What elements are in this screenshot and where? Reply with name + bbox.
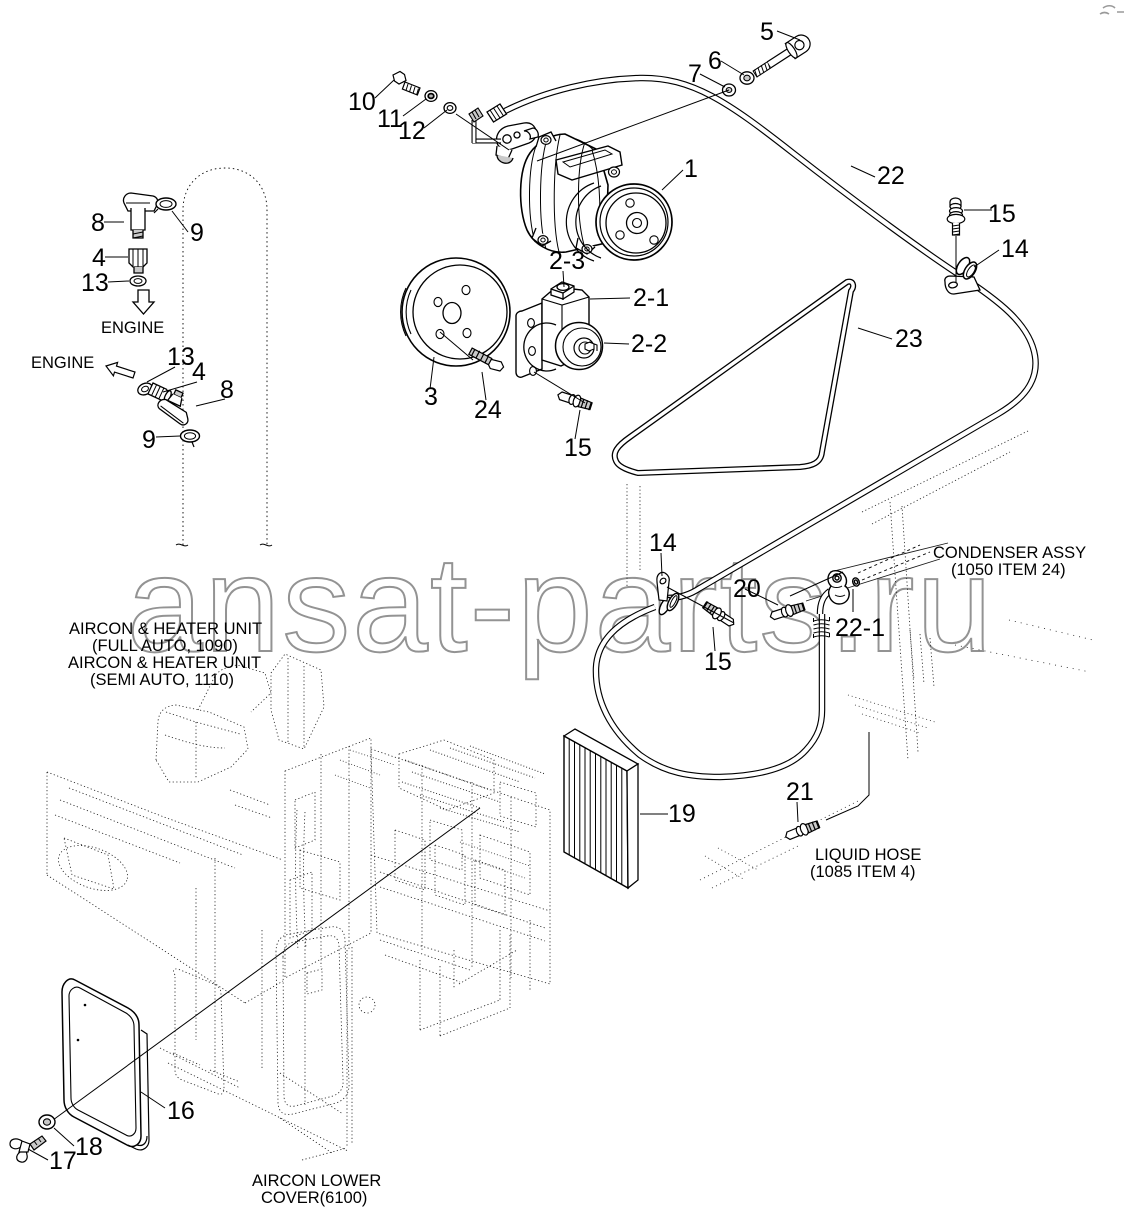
svg-text:COVER(6100): COVER(6100) xyxy=(261,1189,367,1207)
svg-text:6: 6 xyxy=(708,47,722,75)
svg-text:5: 5 xyxy=(760,18,774,46)
svg-text:8: 8 xyxy=(91,209,105,237)
svg-text:10: 10 xyxy=(348,88,376,116)
svg-text:(FULL AUTO, 1090): (FULL AUTO, 1090) xyxy=(92,637,238,655)
svg-text:4: 4 xyxy=(192,358,206,386)
svg-text:13: 13 xyxy=(167,343,195,371)
svg-text:AIRCON & HEATER UNIT: AIRCON & HEATER UNIT xyxy=(69,620,262,638)
svg-text:1: 1 xyxy=(684,155,698,183)
svg-text:15: 15 xyxy=(988,200,1016,228)
svg-text:AIRCON & HEATER UNIT: AIRCON & HEATER UNIT xyxy=(68,654,261,672)
svg-text:2-1: 2-1 xyxy=(633,284,669,312)
svg-text:18: 18 xyxy=(75,1133,103,1161)
svg-text:CONDENSER ASSY: CONDENSER ASSY xyxy=(933,544,1086,562)
svg-text:3: 3 xyxy=(424,383,438,411)
svg-text:21: 21 xyxy=(786,778,814,806)
svg-text:(1085 ITEM 4): (1085 ITEM 4) xyxy=(810,863,915,881)
svg-text:ansat-parts.ru: ansat-parts.ru xyxy=(127,528,994,680)
svg-text:LIQUID HOSE: LIQUID HOSE xyxy=(815,846,921,864)
svg-text:ENGINE: ENGINE xyxy=(31,354,94,372)
svg-text:17: 17 xyxy=(49,1147,77,1175)
svg-text:2-3: 2-3 xyxy=(549,247,585,275)
svg-text:7: 7 xyxy=(688,60,702,88)
svg-text:14: 14 xyxy=(1001,235,1029,263)
svg-text:(1050 ITEM 24): (1050 ITEM 24) xyxy=(951,561,1066,579)
svg-text:14: 14 xyxy=(649,529,677,557)
svg-text:(SEMI AUTO, 1110): (SEMI AUTO, 1110) xyxy=(90,671,234,689)
svg-text:13: 13 xyxy=(81,269,109,297)
svg-text:15: 15 xyxy=(704,648,732,676)
svg-text:AIRCON LOWER: AIRCON LOWER xyxy=(252,1172,381,1190)
svg-text:2-2: 2-2 xyxy=(631,330,667,358)
svg-text:20: 20 xyxy=(733,575,761,603)
svg-text:4: 4 xyxy=(92,244,106,272)
svg-text:ENGINE: ENGINE xyxy=(101,319,164,337)
svg-text:15: 15 xyxy=(564,434,592,462)
svg-text:11: 11 xyxy=(377,105,403,133)
svg-text:16: 16 xyxy=(167,1097,195,1125)
svg-text:24: 24 xyxy=(474,396,502,424)
svg-text:23: 23 xyxy=(895,325,923,353)
svg-text:9: 9 xyxy=(190,219,204,247)
svg-text:9: 9 xyxy=(142,426,156,454)
svg-text:22: 22 xyxy=(877,162,905,190)
svg-text:22-1: 22-1 xyxy=(835,614,885,642)
svg-text:8: 8 xyxy=(220,376,234,404)
svg-text:12: 12 xyxy=(398,117,426,145)
svg-text:19: 19 xyxy=(668,800,696,828)
